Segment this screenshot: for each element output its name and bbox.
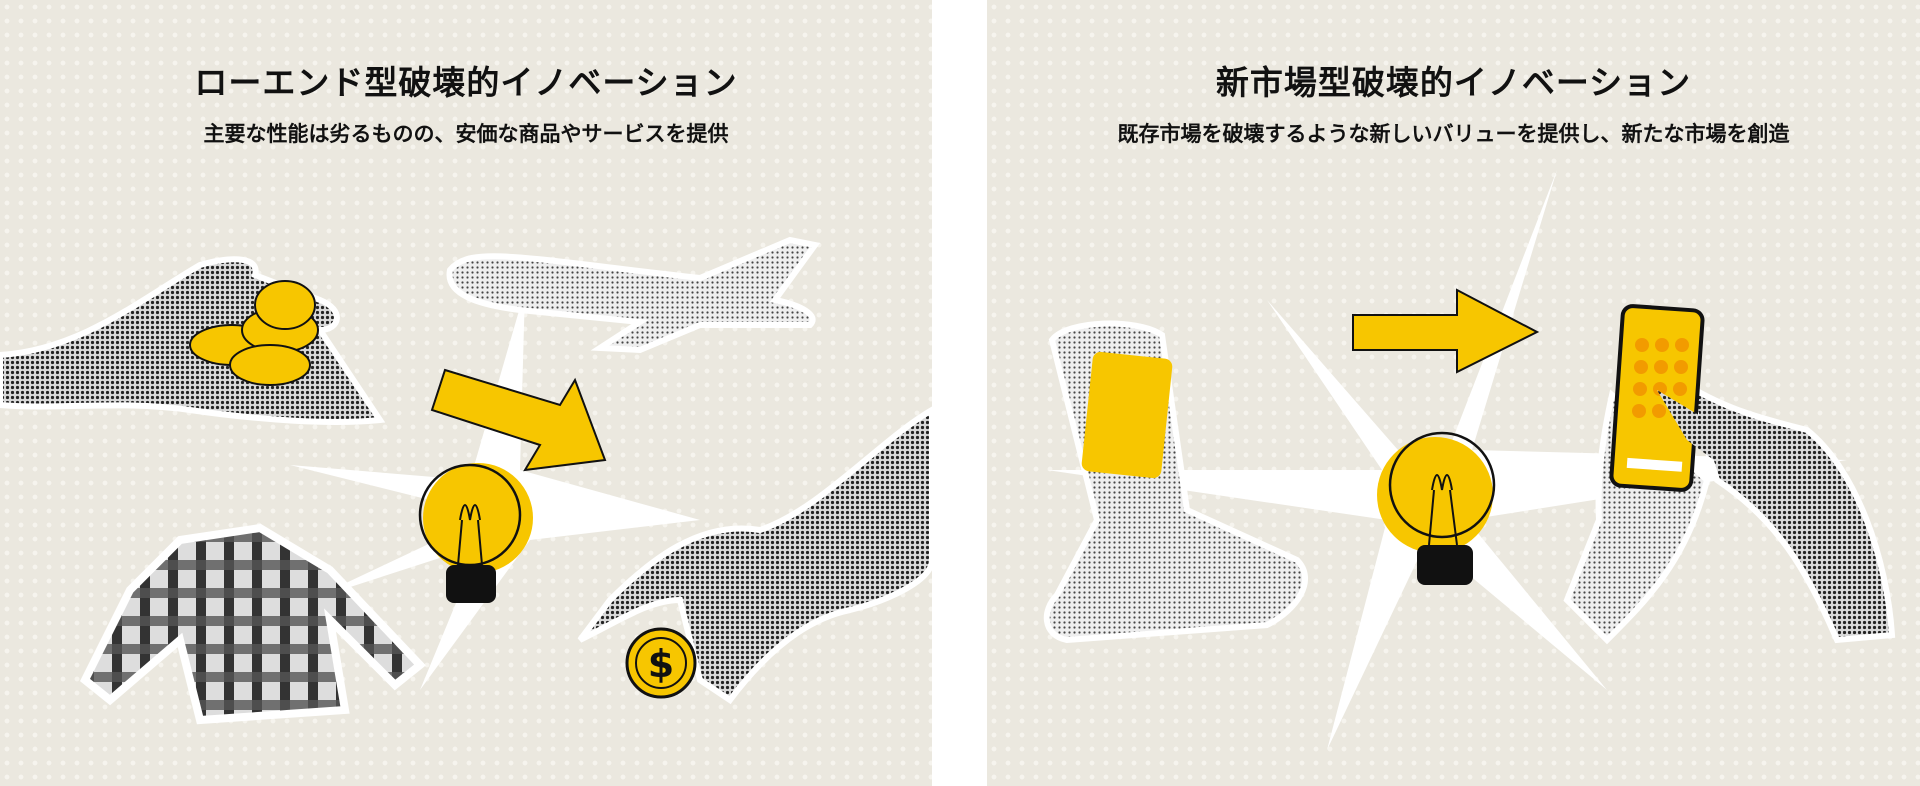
arrow-icon	[430, 368, 607, 472]
smartphone-icon	[1609, 304, 1747, 492]
airplane-icon	[446, 236, 821, 354]
left-subtitle: 主要な性能は劣るものの、安価な商品やサービスを提供	[203, 122, 729, 146]
lightbulb-icon	[1377, 431, 1496, 585]
new-market-disruption-panel: 新市場型破壊的イノベーション 既存市場を破壊するような新しいバリューを提供し、新…	[987, 0, 1920, 786]
lightbulb-icon	[418, 463, 533, 603]
new-market-illustration	[1043, 170, 1896, 750]
right-hand-with-coin: $	[577, 406, 932, 705]
shirt-icon	[79, 523, 426, 725]
arrow-icon	[1352, 288, 1540, 374]
low-end-disruption-panel: $ ローエンド型破壊的イノベーション 主要な性能は劣るものの、安価な商品やサービ…	[0, 0, 932, 786]
flip-phone-icon	[1043, 320, 1309, 644]
right-title: 新市場型破壊的イノベーション	[1215, 63, 1692, 102]
left-hand-with-coins	[0, 256, 386, 425]
dollar-icon: $	[648, 642, 674, 686]
low-end-illustration: $	[0, 236, 932, 725]
left-title: ローエンド型破壊的イノベーション	[194, 63, 738, 102]
right-subtitle: 既存市場を破壊するような新しいバリューを提供し、新たな市場を創造	[1117, 122, 1790, 146]
